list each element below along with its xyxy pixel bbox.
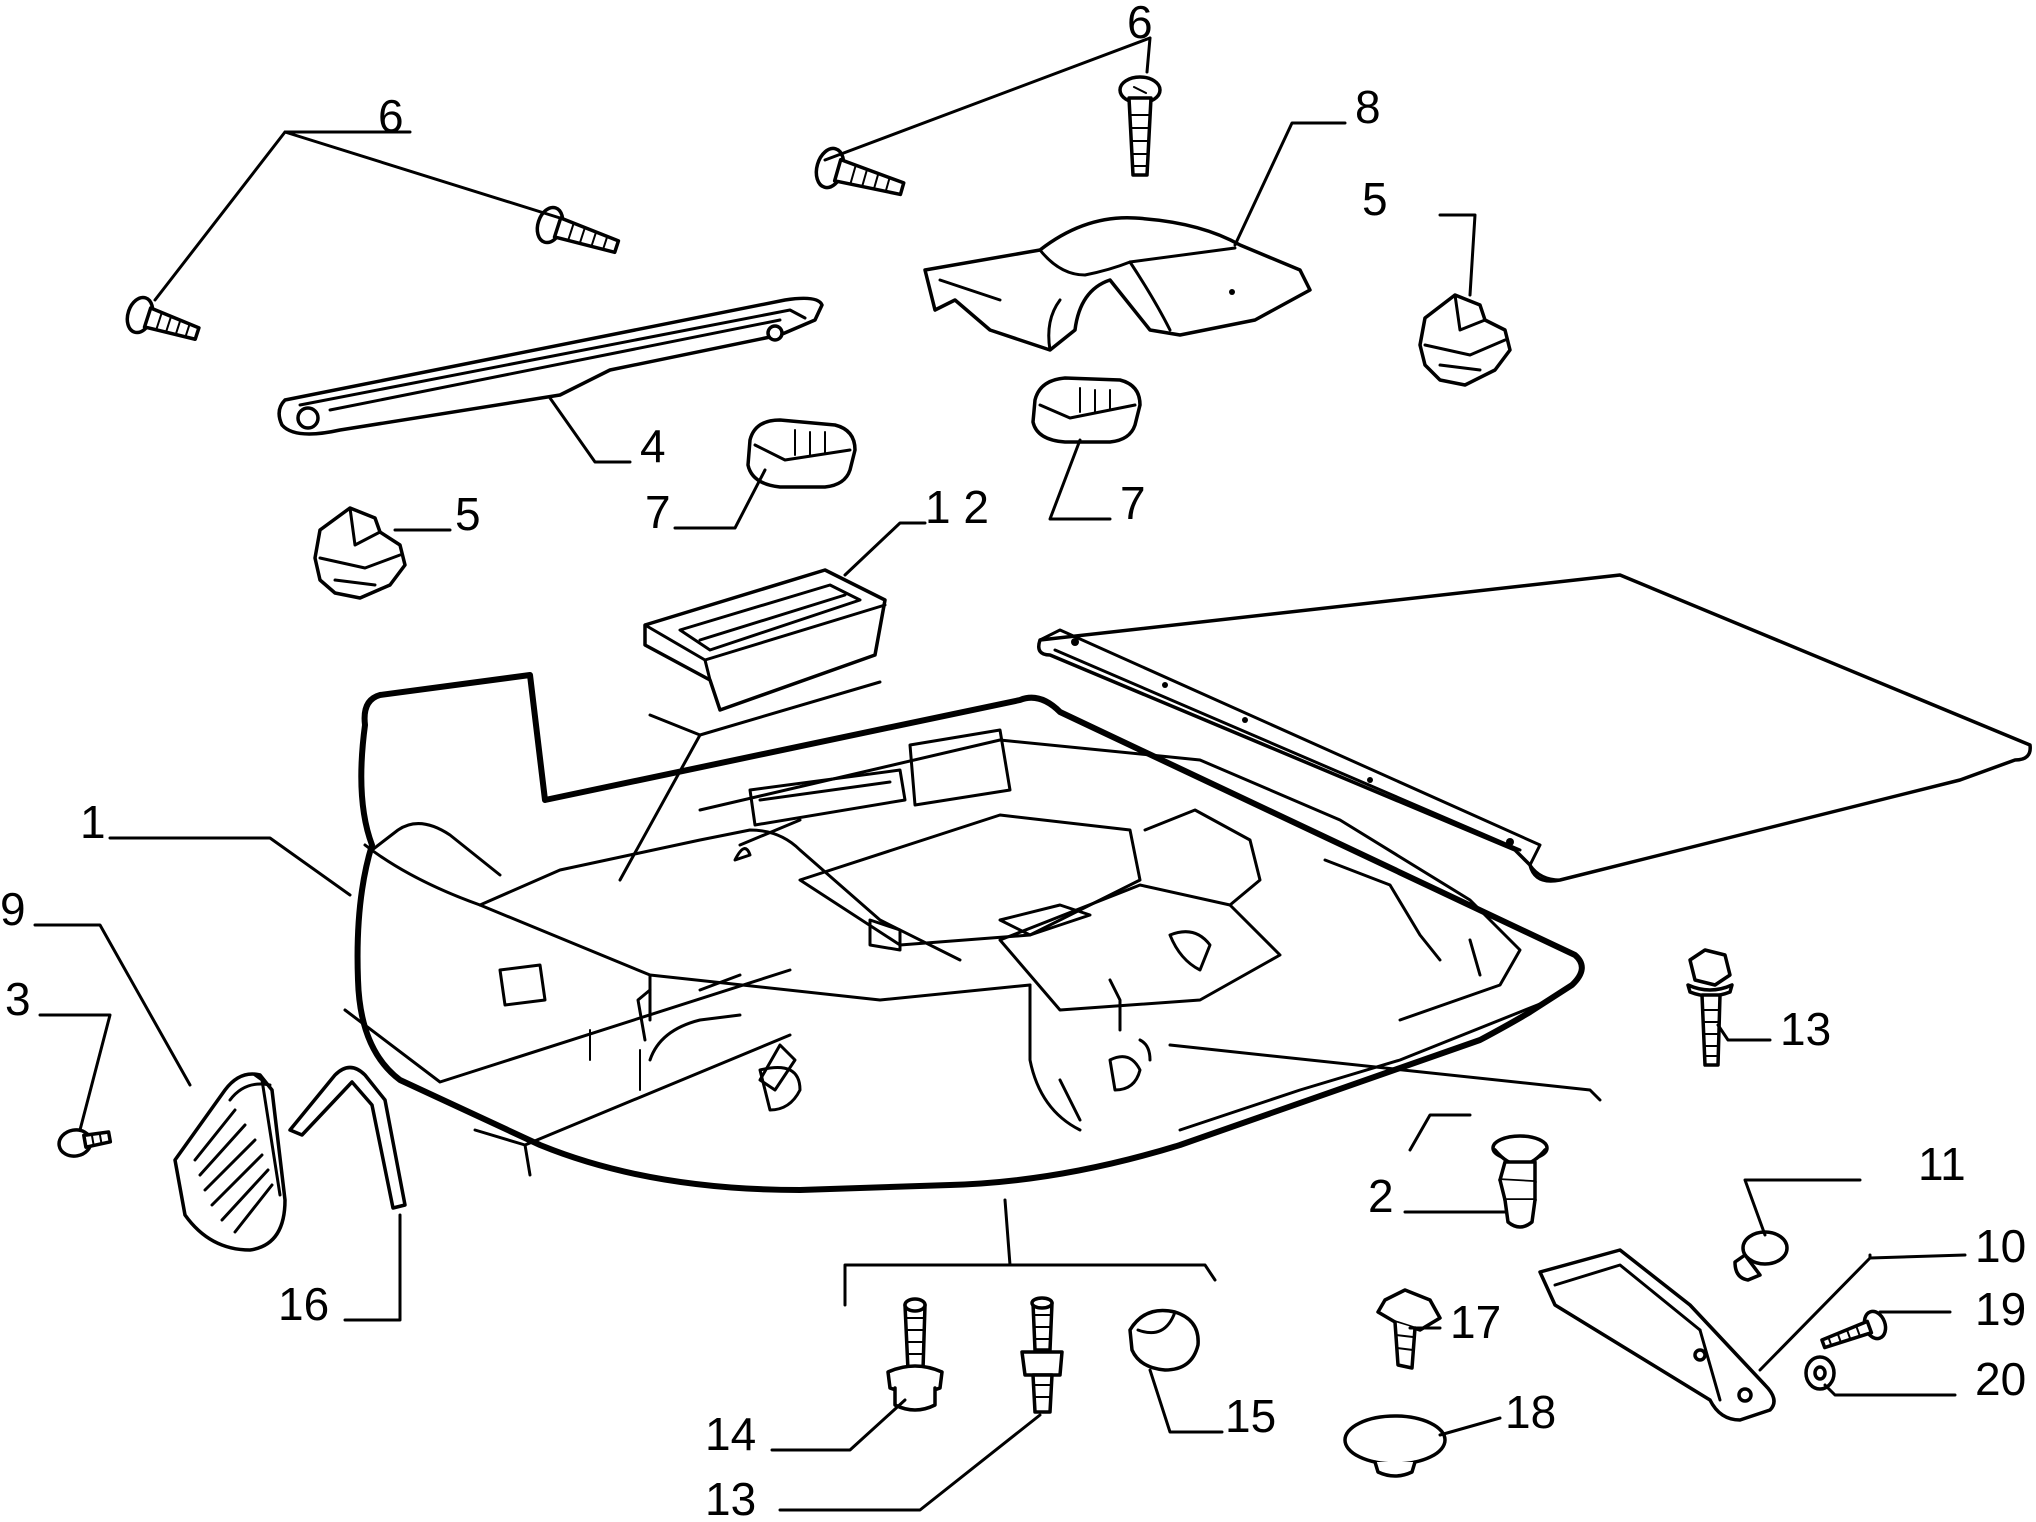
part-4-bar [277,296,824,436]
part-2-plug [1491,1134,1549,1229]
callout-5-right: 5 [1362,173,1388,225]
callout-8: 8 [1355,81,1381,133]
part-3-screw [57,1128,113,1158]
callout-12: 1 2 [925,481,989,533]
callout-6-top: 6 [1127,0,1153,48]
callout-5-left: 5 [455,488,481,540]
callout-7-left: 7 [645,486,671,538]
part-8-cover [923,216,1312,352]
callout-10: 10 [1975,1220,2026,1272]
callout-20: 20 [1975,1353,2026,1405]
part-11-plug [1733,1230,1789,1282]
parcel-shelf [1037,573,2032,883]
part-7-pad-left [746,418,857,489]
callout-2: 2 [1368,1170,1394,1222]
callout-9: 9 [0,883,26,935]
callout-16: 16 [278,1278,329,1330]
part-14-bolt [886,1297,944,1412]
part-13-stud [1020,1296,1064,1414]
callout-15: 15 [1225,1390,1276,1442]
part-5-clip-left [313,506,407,600]
callout-1: 1 [80,796,106,848]
callout-17: 17 [1450,1296,1501,1348]
callout-11: 11 [1918,1138,1966,1190]
part-19-screw [1820,1309,1888,1350]
part-10-bracket [1538,1248,1776,1422]
callout-4: 4 [640,420,666,472]
part-16-strip [288,1065,407,1210]
leader-lines [33,36,1967,1512]
part-13-bolt-right [1686,948,1734,1067]
callout-13-bottom: 13 [705,1473,756,1522]
part-17-clip [1376,1288,1442,1370]
callout-7-right: 7 [1120,477,1146,529]
part-18-cap [1343,1414,1447,1478]
callout-6-left: 6 [378,90,404,142]
callout-18: 18 [1505,1386,1556,1438]
part-20-washer [1804,1355,1836,1391]
part-15-cap [1128,1308,1200,1372]
callout-14: 14 [705,1408,756,1460]
part-9-grille [173,1072,287,1252]
callout-3: 3 [5,973,31,1025]
callout-13-right: 13 [1780,1003,1831,1055]
part-12-box [643,568,887,712]
part-5-clip-right [1418,293,1512,387]
callout-19: 19 [1975,1283,2026,1335]
part-7-pad-right [1031,376,1142,444]
